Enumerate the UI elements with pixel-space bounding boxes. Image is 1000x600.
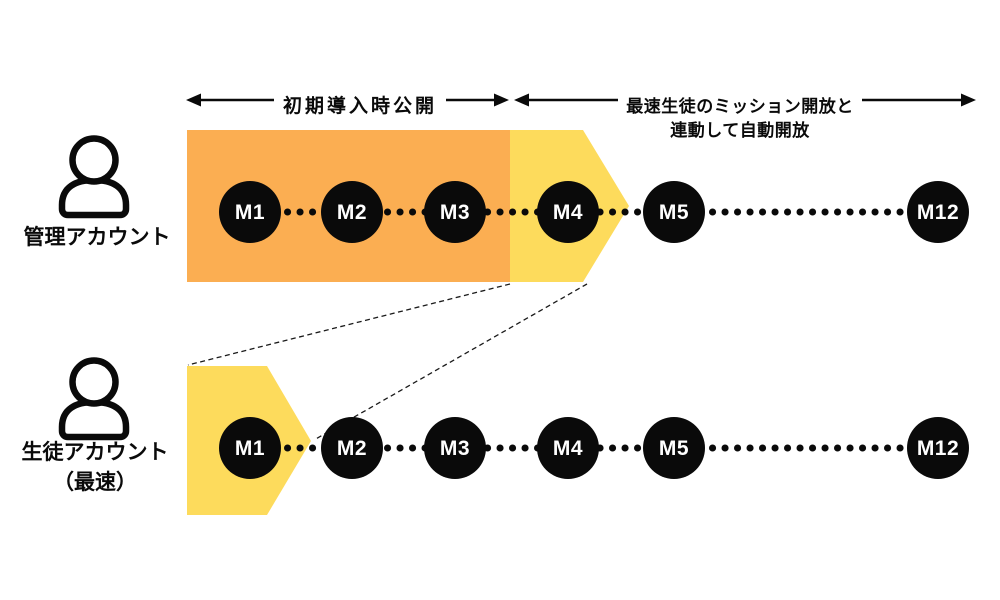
- admin-milestone-m3-label: M3: [440, 201, 470, 224]
- phase2-arrowhead-right: [961, 93, 976, 107]
- student-milestone-m4-label: M4: [553, 437, 583, 460]
- student-user-body-icon: [58, 398, 130, 441]
- student-milestone-m1-label: M1: [235, 437, 265, 460]
- student-milestone-m5-label: M5: [659, 437, 689, 460]
- link-dashed-right: [313, 283, 588, 441]
- admin-user-head-icon: [69, 135, 119, 185]
- admin-milestone-m1: [219, 181, 281, 243]
- student-milestone-m2-label: M2: [337, 437, 367, 460]
- admin-milestone-m3: [424, 181, 486, 243]
- phase2-label-line2: 連動して自動開放: [670, 120, 810, 140]
- student-milestone-m4: [537, 417, 599, 479]
- phase1-label-backdrop: [274, 87, 446, 114]
- admin-milestone-m5-label: M5: [659, 201, 689, 224]
- phase1-arrow: 初期導入時公開: [186, 87, 509, 117]
- student-row-label: 生徒アカウント: [22, 440, 169, 464]
- student-milestones: M1 M2 M3 M4 M5 M12: [219, 417, 969, 479]
- student-row: M1 M2 M3 M4 M5 M12 生徒アカウント （最速）: [22, 357, 969, 494]
- phase2-arrow: 最速生徒のミッション開放と 連動して自動開放: [514, 87, 976, 140]
- admin-user-icon: [58, 135, 130, 219]
- student-user-head-icon: [69, 357, 119, 407]
- admin-milestone-m12: [907, 181, 969, 243]
- admin-milestones: M1 M2 M3 M4 M5 M12: [219, 181, 969, 243]
- admin-milestone-m5: [643, 181, 705, 243]
- student-milestone-m2: [321, 417, 383, 479]
- admin-milestone-m1-label: M1: [235, 201, 265, 224]
- student-milestone-m3-label: M3: [440, 437, 470, 460]
- student-milestone-m3: [424, 417, 486, 479]
- phase1-arrowhead-right: [494, 93, 509, 107]
- admin-milestone-m2-label: M2: [337, 201, 367, 224]
- admin-milestone-m4: [537, 181, 599, 243]
- phase2-label-backdrop: [618, 87, 862, 114]
- student-milestone-m1: [219, 417, 281, 479]
- admin-row-label: 管理アカウント: [24, 225, 171, 249]
- phase1-label: 初期導入時公開: [283, 94, 437, 117]
- phase2-label-line1: 最速生徒のミッション開放と: [626, 96, 854, 116]
- student-milestone-m12-label: M12: [917, 437, 959, 460]
- admin-milestone-m2: [321, 181, 383, 243]
- student-milestone-m12: [907, 417, 969, 479]
- phase1-arrowhead-left: [186, 93, 201, 107]
- admin-milestone-m12-label: M12: [917, 201, 959, 224]
- link-dashed-left: [187, 283, 511, 366]
- student-row-label-line2: （最速）: [53, 470, 137, 494]
- admin-milestone-m4-label: M4: [553, 201, 583, 224]
- admin-user-body-icon: [58, 176, 130, 219]
- admin-row: M1 M2 M3 M4 M5 M12 管理アカウント: [24, 135, 969, 249]
- student-user-icon: [58, 357, 130, 441]
- student-milestone-m5: [643, 417, 705, 479]
- phase2-arrowhead-left: [514, 93, 529, 107]
